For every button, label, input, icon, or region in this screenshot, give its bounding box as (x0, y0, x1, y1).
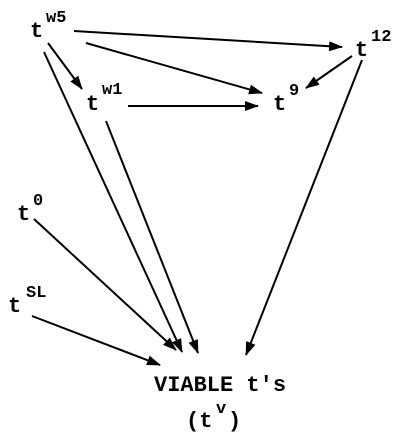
edge-tsl-to-viable (31, 315, 161, 366)
node-t0-sup: 0 (33, 192, 43, 211)
edge-tw1-to-viable (105, 120, 199, 354)
node-t9: t 9 (273, 82, 299, 117)
edge-tw5-to-viable (43, 51, 183, 353)
node-tsl: t SL (8, 284, 46, 319)
viable-node: VIABLE t's (t v ) (154, 373, 286, 434)
node-t0: t 0 (17, 192, 43, 227)
edge-tw5-to-t12 (73, 30, 343, 52)
viable-label: VIABLE t's (154, 373, 286, 398)
edge-tw5-to-t9 (85, 42, 263, 95)
edge-t12-to-viable (245, 59, 363, 356)
node-tsl-sup: SL (26, 284, 46, 303)
node-tsl-base: t (8, 294, 21, 319)
node-t12-base: t (355, 38, 368, 63)
node-tw1: t w1 (86, 81, 122, 117)
viable-open: (t (186, 409, 212, 434)
edge-tw5-to-tw1 (47, 42, 83, 90)
node-t0-base: t (17, 202, 30, 227)
node-t12-sup: 12 (371, 28, 391, 47)
node-tw5: t w5 (30, 9, 66, 44)
node-tw1-base: t (86, 92, 99, 117)
edge-t0-to-viable (33, 218, 177, 351)
node-tw1-sup: w1 (102, 81, 122, 100)
viable-close: ) (228, 409, 241, 434)
node-t9-base: t (273, 92, 286, 117)
edges (31, 30, 363, 366)
node-tw5-base: t (30, 19, 43, 44)
node-tw5-sup: w5 (46, 9, 66, 28)
node-t9-sup: 9 (289, 82, 299, 101)
edge-t12-to-t9 (305, 55, 353, 89)
node-t12: t 12 (355, 28, 391, 63)
viable-sup: v (216, 400, 226, 419)
